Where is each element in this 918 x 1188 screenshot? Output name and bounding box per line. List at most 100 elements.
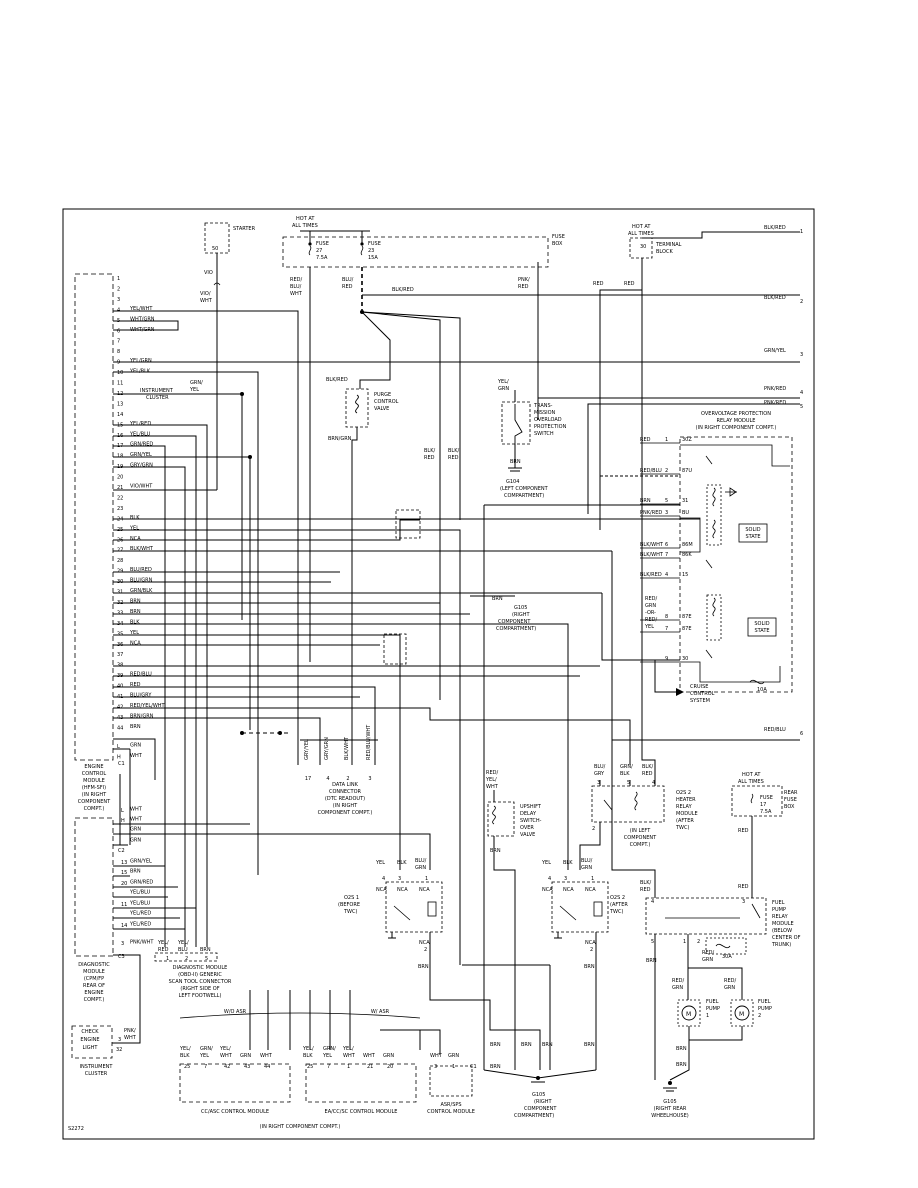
svg-text:CLUSTER: CLUSTER [146, 395, 169, 401]
svg-text:ENGINE: ENGINE [80, 1037, 99, 1043]
ecm-pin-number: 33 [117, 610, 123, 616]
svg-text:RED/: RED/ [702, 950, 714, 956]
svg-text:COMPONENT: COMPONENT [624, 835, 657, 841]
ccasc-pin-wire: WHT [220, 1053, 233, 1059]
svg-text:BRN: BRN [584, 1042, 595, 1048]
svg-text:GRN: GRN [702, 957, 713, 963]
diag-pin-wire-color: YEL/BLU [129, 890, 151, 896]
svg-text:23: 23 [368, 248, 374, 254]
svg-text:FUEL: FUEL [758, 999, 771, 1005]
svg-text:4: 4 [652, 780, 655, 786]
check-engine-light: CHECK ENGINE LIGHT 3 32 INSTRUMENT CLUST… [71, 954, 141, 1077]
diag-pin-wire-color: BRN [130, 869, 141, 875]
ecm-pin-number: 4 [117, 307, 120, 313]
edge-wire-label: BLK/RED [764, 295, 786, 301]
svg-text:CONTROL: CONTROL [374, 399, 399, 405]
svg-text:G105: G105 [663, 1099, 676, 1105]
ecm-pin-wire-color: RED/BLU [130, 672, 152, 678]
svg-text:YEL: YEL [375, 860, 385, 866]
svg-text:WHT: WHT [290, 291, 303, 297]
svg-text:(IN RIGHT: (IN RIGHT [82, 792, 107, 798]
svg-text:BLK: BLK [563, 860, 573, 866]
eaccsc-pin-wire: YEL/ [342, 1046, 354, 1052]
ovp-pin-number: 5 [665, 498, 668, 504]
svg-text:W/ ASR: W/ ASR [371, 1009, 390, 1015]
svg-text:(AFTER: (AFTER [610, 902, 628, 908]
svg-text:DATA LINK: DATA LINK [332, 782, 358, 788]
svg-text:GRN/: GRN/ [620, 764, 633, 770]
svg-text:(RIGHT SIDE OF: (RIGHT SIDE OF [180, 986, 219, 992]
svg-text:BLU/: BLU/ [594, 764, 606, 770]
svg-text:VALVE: VALVE [520, 832, 535, 838]
svg-text:BLU/: BLU/ [581, 858, 593, 864]
svg-text:BLK/RED: BLK/RED [392, 287, 414, 293]
edge-connection-labels: BLK/RED1BLK/RED2GRN/YEL3PNK/RED4PNK/RED5… [764, 225, 803, 737]
ccasc-pin-wire: BLK [180, 1053, 190, 1059]
svg-text:FUSE: FUSE [368, 241, 381, 247]
svg-text:O2S 2: O2S 2 [610, 895, 625, 901]
cruise-location: (IN RIGHT COMPONENT COMPT.) [260, 1124, 341, 1130]
svg-text:GRN: GRN [672, 985, 683, 991]
ovp-pin-terminal: 30 [682, 656, 688, 662]
eaccsc-pin-wire: BLK [303, 1053, 313, 1059]
ecm-pin-wire-color: BRN [130, 598, 141, 604]
diag-pin-wire-color: GRN/RED [130, 880, 153, 886]
svg-text:FUSE: FUSE [784, 797, 797, 803]
edge-wire-label: RED/BLU [764, 727, 786, 733]
svg-text:RELAY MODULE: RELAY MODULE [717, 418, 756, 424]
ecm-pin-wire-color: BLU/GRN [130, 578, 153, 584]
ovp-pin-wire: BLK/RED [640, 572, 662, 578]
svg-text:(RIGHT REAR: (RIGHT REAR [654, 1106, 687, 1112]
svg-text:BRN: BRN [584, 964, 595, 970]
svg-text:5: 5 [627, 780, 630, 786]
svg-text:MISSION: MISSION [534, 410, 556, 416]
svg-text:BOX: BOX [784, 804, 795, 810]
svg-text:WHT: WHT [486, 784, 499, 790]
svg-text:BLU/: BLU/ [415, 858, 427, 864]
svg-text:RED: RED [640, 887, 651, 893]
ecm-pin-wire-color: BLK [130, 515, 140, 521]
ecm-pin-wire-color: GRN [130, 742, 141, 748]
svg-text:YEL: YEL [189, 387, 199, 393]
o2-sensor-1: YEL BLK BLU/ GRN 4 3 1 NCA NCA NCA O2S 1… [338, 858, 541, 1070]
asr-pin-wire: WHT [430, 1053, 443, 1059]
svg-text:2: 2 [185, 956, 188, 962]
svg-text:GRN: GRN [415, 865, 426, 871]
svg-text:BLOCK: BLOCK [656, 249, 673, 255]
svg-text:PUMP: PUMP [772, 907, 786, 913]
eaccsc-pin-wire: YEL [322, 1053, 332, 1059]
svg-text:NCA: NCA [563, 887, 574, 893]
edge-wire-label: PNK/RED [764, 400, 786, 406]
svg-text:COMPONENT: COMPONENT [498, 619, 531, 625]
svg-text:WHEELHOUSE): WHEELHOUSE) [651, 1113, 688, 1119]
svg-text:REAR: REAR [784, 790, 798, 796]
svg-text:BRN: BRN [521, 1042, 532, 1048]
diag-pin-number: H [121, 818, 125, 824]
ovp-pin-wire: BLK/WHT [640, 542, 664, 548]
svg-text:2: 2 [592, 826, 595, 832]
svg-text:RED: RED [158, 947, 169, 953]
terminal-block: HOT AT ALL TIMES 30 TERMINAL BLOCK RED R… [593, 224, 800, 530]
svg-text:TERMINAL: TERMINAL [655, 242, 682, 248]
svg-text:BRN: BRN [490, 1064, 501, 1070]
svg-text:RED: RED [424, 455, 435, 461]
svg-text:YEL/: YEL/ [497, 379, 509, 385]
dlc-pin-number: 17 [305, 776, 311, 782]
figure-id: S2272 [68, 1126, 84, 1132]
ecm-pin-wire-color: YEL/RED [129, 421, 151, 427]
svg-text:(LEFT COMPONENT: (LEFT COMPONENT [500, 486, 549, 492]
svg-text:G104: G104 [506, 479, 519, 485]
dlc-pin-wire: RED/BLU/WHT [366, 724, 372, 760]
svg-text:SCAN TOOL CONNECTOR: SCAN TOOL CONNECTOR [169, 979, 232, 985]
ecm-pin-number: 42 [117, 704, 123, 710]
ccasc-pin-number: 44 [264, 1064, 270, 1070]
ecm-pin-wire-color: RED [130, 682, 141, 688]
ovp-pin-number: 8 [665, 614, 668, 620]
check-engine-conn: 32 [116, 1047, 122, 1053]
ecm-pin-wire-color: GRY/GRN [130, 463, 153, 469]
dlc-pin-number: 2 [346, 776, 349, 782]
ecm-pin-wire-color: YEL [129, 525, 139, 531]
svg-text:STARTER: STARTER [233, 226, 256, 232]
